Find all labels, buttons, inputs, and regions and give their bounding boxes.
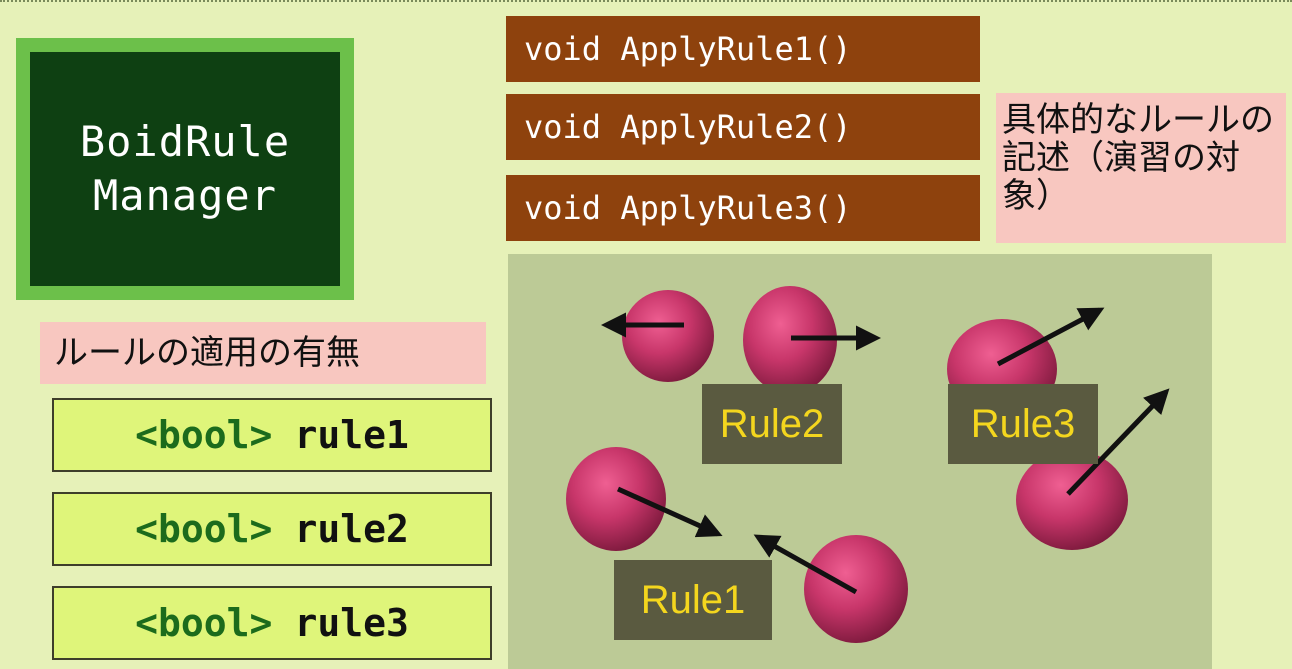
rule1-label: Rule1 (614, 560, 772, 640)
rule2-label: Rule2 (702, 384, 842, 464)
manager-title-line1: BoidRule (79, 117, 291, 166)
flag-type: <bool> (135, 413, 273, 457)
flag-rule2: <bool> rule2 (52, 492, 492, 566)
boids-illustration (566, 286, 1170, 643)
rule3-label: Rule3 (948, 384, 1098, 464)
velocity-arrow (996, 307, 1105, 367)
rule-description-note: 具体的なルールの記述（演習の対象） (996, 93, 1286, 243)
flag-type: <bool> (135, 507, 273, 551)
boid (622, 290, 714, 382)
flag-name: rule3 (294, 601, 409, 645)
boid (743, 286, 837, 394)
rule-toggle-note: ルールの適用の有無 (40, 322, 486, 384)
boid-rule-manager-box: BoidRule Manager (30, 52, 340, 286)
boid (804, 535, 908, 643)
flag-name: rule1 (294, 413, 409, 457)
manager-title-line2: Manager (92, 171, 277, 220)
flag-name: rule2 (294, 507, 409, 551)
flag-rule1: <bool> rule1 (52, 398, 492, 472)
boid (1016, 450, 1128, 550)
velocity-arrow (616, 486, 723, 538)
velocity-arrow (753, 534, 858, 595)
method-apply-rule3: void ApplyRule3() (506, 175, 980, 241)
method-apply-rule1: void ApplyRule1() (506, 16, 980, 82)
flag-rule3: <bool> rule3 (52, 586, 492, 660)
method-apply-rule2: void ApplyRule2() (506, 94, 980, 160)
velocity-arrow (1066, 388, 1170, 496)
flag-type: <bool> (135, 601, 273, 645)
top-dotted-border (0, 0, 1292, 3)
boid (566, 447, 666, 551)
boids-scene: Rule2 Rule3 Rule1 (508, 254, 1212, 669)
